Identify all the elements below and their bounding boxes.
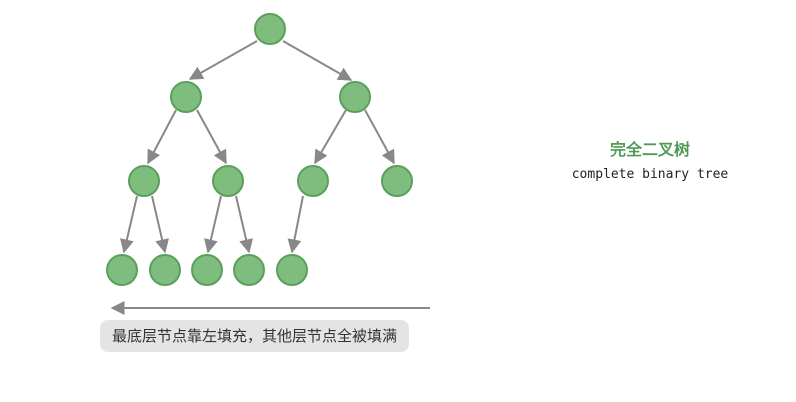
tree-node-leaf	[276, 254, 308, 286]
legend-subtitle: complete binary tree	[571, 167, 729, 182]
edge-l1-1-left	[314, 109, 347, 165]
tree-node	[212, 165, 244, 197]
tree-node-leaf	[233, 254, 265, 286]
tree-node-root	[254, 13, 286, 45]
tree-nodes	[106, 13, 413, 286]
tree-node	[297, 165, 329, 197]
legend-title: 完全二叉树	[609, 140, 690, 159]
tree-node	[381, 165, 413, 197]
edge-l2-1-right	[235, 195, 253, 254]
tree-node-leaf	[191, 254, 223, 286]
tree-node-leaf	[106, 254, 138, 286]
edge-l2-0-left	[120, 195, 138, 254]
tree-edges	[120, 40, 395, 254]
tree-node-leaf	[149, 254, 181, 286]
fill-rule-caption: 最底层节点靠左填充，其他层节点全被填满	[100, 320, 410, 352]
edge-l2-2-left	[287, 195, 304, 254]
tree-node	[170, 81, 202, 113]
edge-root-right	[282, 40, 353, 81]
edge-l1-0-right	[196, 109, 227, 165]
edge-root-left	[188, 40, 258, 80]
edge-l2-1-left	[204, 195, 222, 254]
tree-node	[128, 165, 160, 197]
edge-l1-1-right	[364, 109, 395, 165]
edge-l2-0-right	[151, 195, 169, 254]
edge-l1-0-left	[147, 109, 177, 165]
tree-node	[339, 81, 371, 113]
